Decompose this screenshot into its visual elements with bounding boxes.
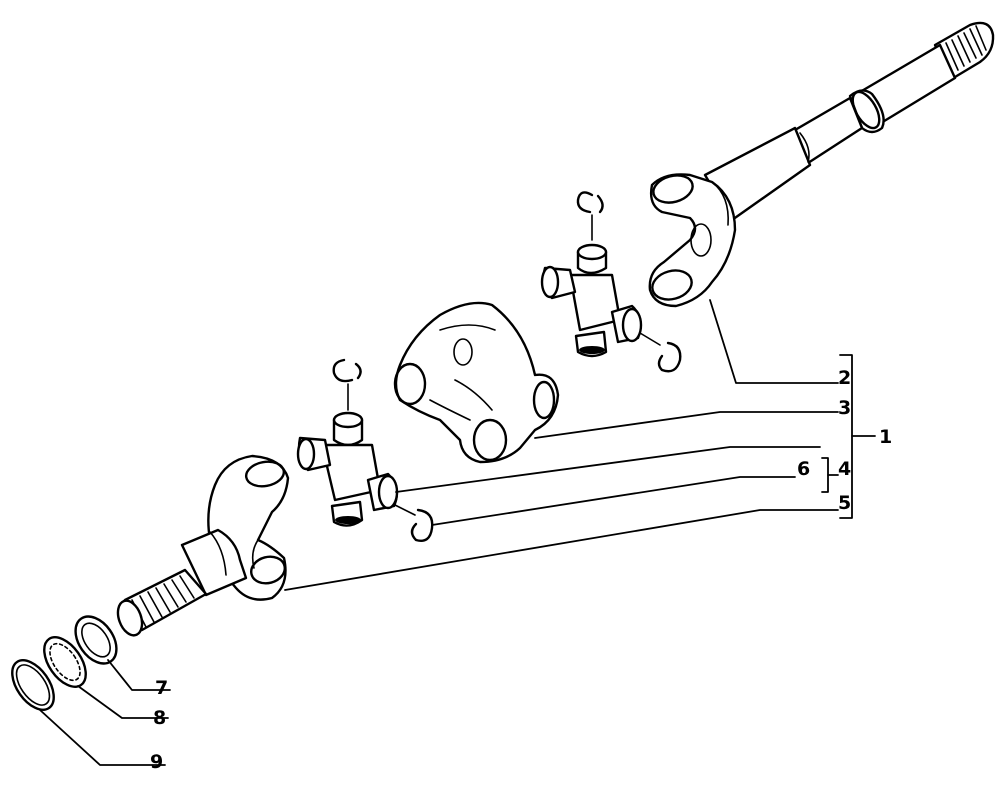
callout-5: 5 — [838, 492, 851, 514]
spacer-ring-8 — [43, 636, 87, 688]
seal-washer-7 — [74, 615, 118, 665]
callout-7: 7 — [155, 677, 168, 699]
leader-lines — [39, 299, 876, 766]
callout-4: 4 — [838, 458, 851, 480]
lower-universal-joint-cross — [296, 358, 434, 542]
center-coupling-yoke — [393, 301, 560, 464]
o-ring-9 — [11, 659, 55, 711]
callout-6: 6 — [797, 458, 810, 480]
callout-2: 2 — [838, 367, 851, 389]
callout-9: 9 — [150, 751, 163, 773]
upper-universal-joint-cross — [540, 191, 682, 373]
callout-1: 1 — [879, 426, 892, 448]
callout-labels: 1 2 3 4 5 6 7 8 9 — [150, 367, 892, 773]
inner-axle-shaft — [116, 454, 290, 637]
outer-axle-shaft — [648, 21, 995, 308]
callout-8: 8 — [153, 707, 166, 729]
callout-3: 3 — [838, 397, 851, 419]
